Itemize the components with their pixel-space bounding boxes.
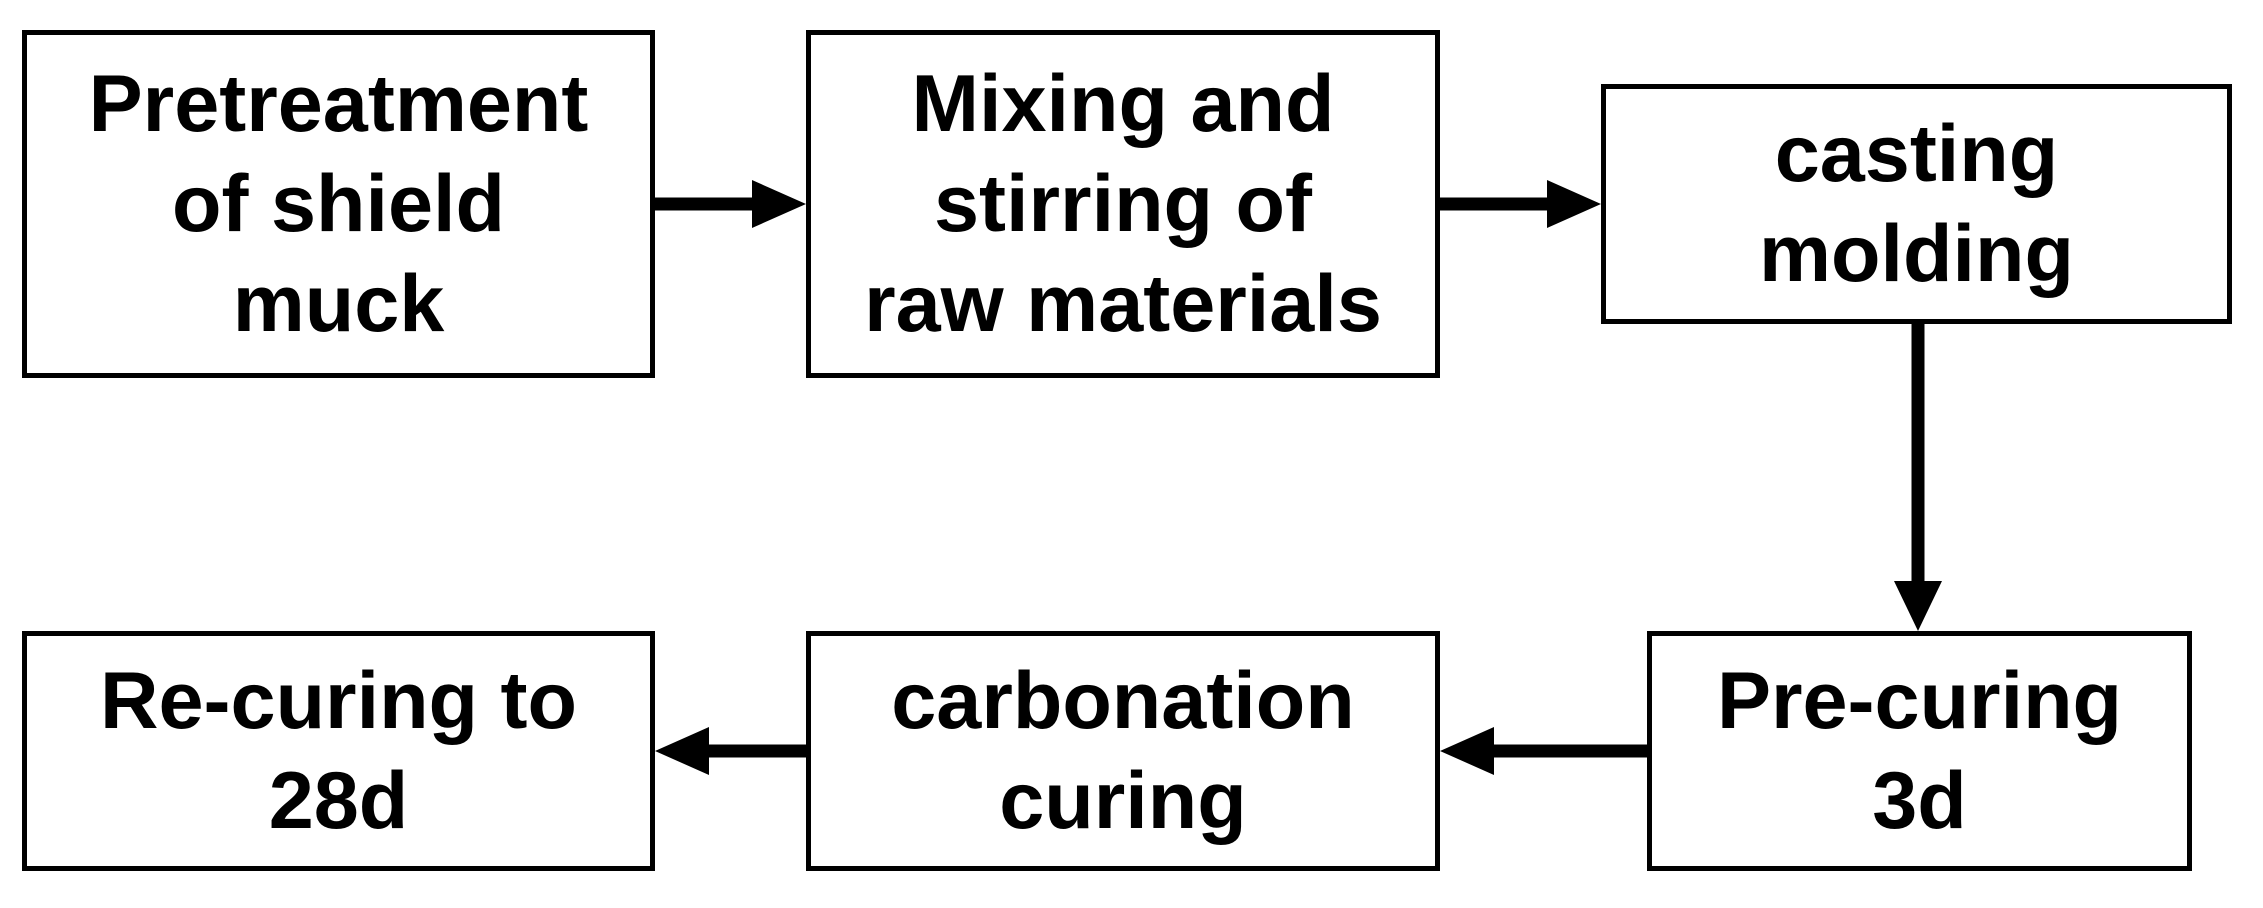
step-box-mixing: Mixing and stirring of raw materials — [806, 30, 1440, 378]
step-label-pretreatment: Pretreatment of shield muck — [88, 59, 589, 349]
step-box-recuring: Re-curing to 28d — [22, 631, 655, 871]
step-label-mixing: Mixing and stirring of raw materials — [864, 59, 1382, 349]
step-label-recuring: Re-curing to 28d — [100, 656, 577, 846]
step-label-precuring: Pre-curing 3d — [1716, 656, 2123, 846]
step-label-casting: casting molding — [1759, 109, 2074, 299]
step-box-precuring: Pre-curing 3d — [1647, 631, 2192, 871]
step-box-carbonation: carbonation curing — [806, 631, 1440, 871]
arrow-pretreatment-to-mixing — [655, 180, 806, 228]
step-box-casting: casting molding — [1601, 84, 2232, 324]
arrow-carbonation-to-recuring — [655, 727, 806, 775]
arrow-mixing-to-casting — [1440, 180, 1601, 228]
arrow-casting-to-precuring — [1894, 324, 1942, 631]
step-label-carbonation: carbonation curing — [891, 656, 1355, 846]
arrow-precuring-to-carbonation — [1440, 727, 1647, 775]
step-box-pretreatment: Pretreatment of shield muck — [22, 30, 655, 378]
